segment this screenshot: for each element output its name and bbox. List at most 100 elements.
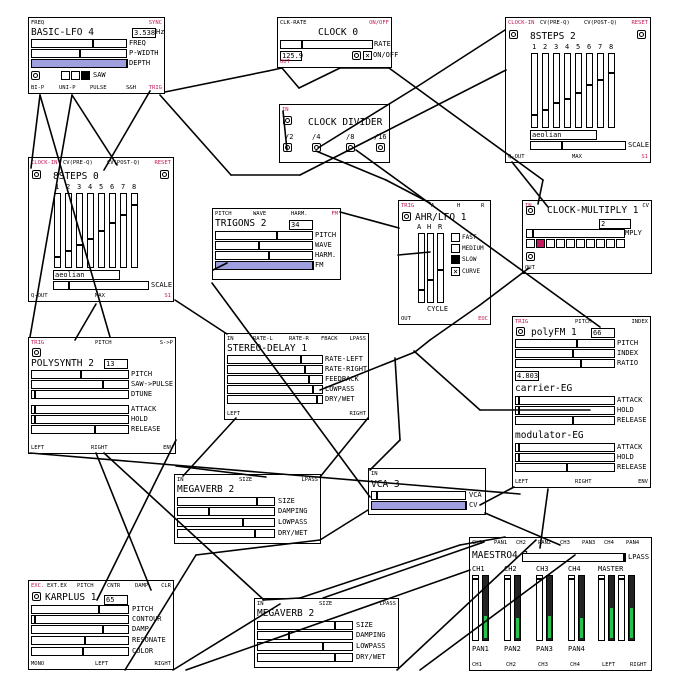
scale-value[interactable]: aeolian [530, 130, 597, 140]
s1-port[interactable]: S1 [641, 154, 648, 160]
max-port[interactable]: MAX [572, 154, 582, 160]
hold-slider[interactable] [427, 233, 434, 303]
in-port[interactable]: IN [282, 107, 289, 113]
scale-slider[interactable] [530, 141, 626, 150]
lowpass-slider[interactable] [177, 518, 275, 527]
contour-slider[interactable] [31, 615, 129, 624]
power-button[interactable] [509, 30, 518, 39]
right-port[interactable]: RIGHT [349, 411, 366, 417]
multiply-step-9[interactable] [606, 239, 615, 248]
multiply-step-10[interactable] [616, 239, 625, 248]
in-port[interactable]: IN [177, 477, 184, 483]
multiply-step-8[interactable] [596, 239, 605, 248]
resonate-slider[interactable] [31, 636, 129, 645]
pitch-slider[interactable] [31, 370, 129, 379]
out-port[interactable]: OUT [280, 59, 290, 65]
modulator-release-slider[interactable] [515, 463, 615, 472]
drywet-slider[interactable] [257, 653, 353, 662]
depth-slider[interactable] [31, 59, 128, 68]
modulator-hold-slider[interactable] [515, 453, 615, 462]
maestro-in-port-ch4[interactable]: CH4 [604, 540, 614, 546]
step-slider-4[interactable] [564, 53, 571, 128]
channel-fader-3[interactable] [536, 575, 543, 641]
index-port[interactable]: INDEX [631, 319, 648, 325]
pre-q-port[interactable]: CV(PRE-Q) [63, 160, 93, 166]
size-port[interactable]: SIZE [239, 477, 253, 483]
index-slider[interactable] [515, 349, 615, 358]
left-port[interactable]: LEFT [515, 479, 529, 485]
dtune-slider[interactable] [31, 390, 129, 399]
left-port[interactable]: LEFT [31, 445, 45, 451]
maestro-out-port-ch1[interactable]: CH1 [472, 662, 482, 668]
clock-in-port[interactable]: CLOCK-IN [31, 160, 58, 166]
ratio-value[interactable]: 4.803 [515, 371, 539, 381]
module-clock-divider[interactable]: IN CLOCK DIVIDER /2 /4 /8 /16 [279, 104, 390, 163]
attack-slider[interactable] [31, 405, 129, 414]
freq-port[interactable]: FREQ [31, 20, 45, 26]
pitch-slider[interactable] [31, 605, 129, 614]
rater-port[interactable]: RATE-R [289, 336, 309, 342]
step-slider-6[interactable] [586, 53, 593, 128]
eoc-port[interactable]: EOC [478, 316, 488, 322]
pitch-port[interactable]: PITCH [575, 319, 592, 325]
multiply-steps[interactable] [526, 239, 626, 248]
div2-port[interactable] [283, 143, 292, 152]
carrier-attack-slider[interactable] [515, 396, 615, 405]
maestro-in-port-pan4[interactable]: PAN4 [626, 540, 640, 546]
maestro-in-port-ch1[interactable]: CH1 [472, 540, 482, 546]
post-q-port[interactable]: CV(POST-Q) [107, 160, 141, 166]
clr-port[interactable]: CLR [161, 583, 171, 589]
power-button[interactable] [32, 348, 41, 357]
left-port[interactable]: LEFT [227, 411, 241, 417]
ext-port[interactable]: EXT.EX [47, 583, 67, 589]
multiply-step-2[interactable] [536, 239, 545, 248]
pitch-value[interactable]: 65 [104, 595, 128, 605]
pitch-slider[interactable] [515, 339, 615, 348]
s1-port[interactable]: S1 [164, 293, 171, 299]
reset-button[interactable] [637, 30, 646, 39]
wave-port[interactable]: WAVE [253, 211, 267, 217]
step-slider-3[interactable] [76, 193, 83, 268]
trig-port[interactable]: TRIG [31, 340, 45, 346]
drywet-slider[interactable] [177, 529, 275, 538]
div8-port[interactable] [346, 143, 355, 152]
fast-option[interactable] [451, 233, 460, 242]
step-slider-1[interactable] [531, 53, 538, 128]
post-q-port[interactable]: CV(POST-Q) [584, 20, 618, 26]
pitch-port[interactable]: PITCH [77, 583, 94, 589]
scale-value[interactable]: aeolian [53, 270, 120, 280]
power-button[interactable] [32, 170, 41, 179]
color-slider[interactable] [31, 647, 129, 656]
cntr-port[interactable]: CNTR [107, 583, 121, 589]
maestro-in-port-pan1[interactable]: PAN1 [494, 540, 508, 546]
onoff-port[interactable]: ON/OFF [369, 20, 389, 26]
pitch-value[interactable]: 34 [289, 220, 313, 230]
size-slider[interactable] [257, 621, 353, 630]
power-button[interactable] [32, 592, 41, 601]
clock-in-port[interactable]: CLOCK-IN [508, 20, 535, 26]
module-vca[interactable]: IN VCA 3 VCA CV [368, 468, 486, 515]
unip-port[interactable]: UNI-P [59, 85, 76, 91]
lowpass-slider[interactable] [227, 385, 323, 394]
feedback-slider[interactable] [227, 375, 323, 384]
release-slider[interactable] [437, 233, 444, 303]
cv-slider[interactable] [371, 501, 467, 510]
harm-port[interactable]: HARM. [291, 211, 308, 217]
lpass-port[interactable]: LPASS [301, 477, 318, 483]
ratel-port[interactable]: RATE-L [253, 336, 273, 342]
pulse-port[interactable]: PULSE [90, 85, 107, 91]
in-port[interactable]: IN [371, 471, 378, 477]
step-slider-8[interactable] [608, 53, 615, 128]
drywet-slider[interactable] [227, 395, 323, 404]
in-port[interactable]: IN [227, 336, 234, 342]
step-slider-2[interactable] [65, 193, 72, 268]
h-port[interactable]: H [457, 203, 461, 209]
